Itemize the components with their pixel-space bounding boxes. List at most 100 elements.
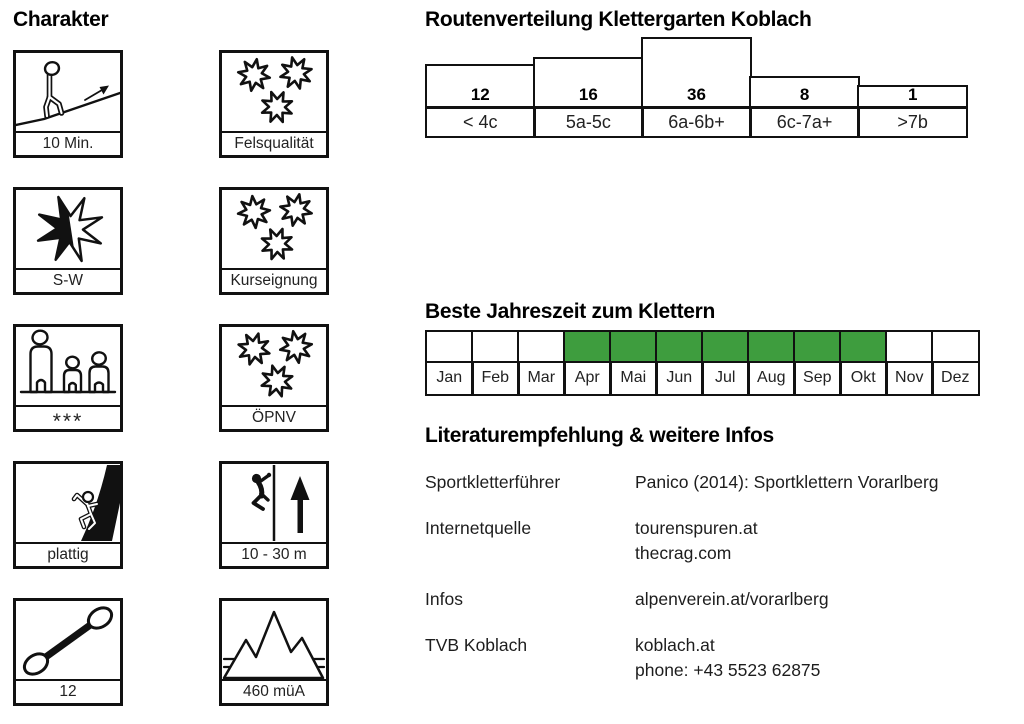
month-cell	[747, 330, 796, 363]
literature-row-value: phone: +43 5523 62875	[635, 660, 821, 680]
month-cell	[885, 330, 934, 363]
literature-row-label: Internetquelle	[425, 518, 532, 538]
icon-box-label: Felsqualität	[222, 131, 326, 155]
stars-rating-icon	[222, 53, 326, 131]
icon-box-label: ÖPNV	[222, 405, 326, 429]
icon-box-label: Kurseignung	[222, 268, 326, 292]
icon-box-course-suitability: Kurseignung	[219, 187, 329, 295]
month-cell	[425, 330, 474, 363]
month-column: Feb	[471, 330, 520, 396]
month-cell	[701, 330, 750, 363]
month-label: Aug	[747, 360, 796, 396]
literature-title: Literaturempfehlung & weitere Infos	[425, 424, 774, 447]
bar-value: 16	[578, 85, 598, 104]
chart-column: 36 6a-6b+	[641, 37, 752, 138]
month-label: Mar	[517, 360, 566, 396]
month-column: Mar	[517, 330, 566, 396]
climber-route-length-icon	[222, 464, 326, 542]
season-table: Jan Feb Mar Apr Mai Jun Jul Aug Sep Okt …	[425, 330, 980, 396]
literature-row-label: Sportkletterführer	[425, 472, 561, 492]
chart-bar: 36	[641, 37, 752, 107]
charakter-title: Charakter	[13, 8, 109, 31]
icon-box-altitude: 460 müA	[219, 598, 329, 706]
icon-box-label: S-W	[16, 268, 120, 292]
stars-rating-icon	[222, 327, 326, 405]
month-label: Jun	[655, 360, 704, 396]
month-label: Nov	[885, 360, 934, 396]
literature-list: Sportkletterführer Panico (2014): Sportk…	[425, 470, 985, 704]
month-column: Aug	[747, 330, 796, 396]
month-cell	[609, 330, 658, 363]
month-column: Okt	[839, 330, 888, 396]
literature-row-value: thecrag.com	[635, 543, 732, 563]
month-cell	[563, 330, 612, 363]
bar-value: 1	[907, 85, 918, 104]
month-label: Feb	[471, 360, 520, 396]
bar-value: 8	[799, 85, 810, 104]
mountains-altitude-icon	[222, 601, 326, 679]
route-distribution-chart: 12 < 4c 16 5a-5c 36 6a-6b+ 8 6c-7a+ 1 >7…	[425, 37, 968, 138]
literature-row: TVB Koblach koblach.at phone: +43 5523 6…	[425, 633, 985, 683]
literature-row-label: Infos	[425, 589, 463, 609]
icon-box-rock-quality: Felsqualität	[219, 50, 329, 158]
month-column: Jul	[701, 330, 750, 396]
charakter-icon-grid: 10 Min. Felsqualität	[13, 50, 329, 706]
chart-bar: 16	[533, 57, 644, 107]
month-cell	[839, 330, 888, 363]
month-label: Sep	[793, 360, 842, 396]
literature-row-value: koblach.at	[635, 635, 715, 655]
chart-bar: 1	[857, 85, 968, 107]
chart-column: 12 < 4c	[425, 64, 536, 138]
bar-value: 12	[470, 85, 490, 104]
icon-box-label: 10 Min.	[16, 131, 120, 155]
icon-box-label: ***	[16, 405, 120, 433]
month-label: Mai	[609, 360, 658, 396]
month-cell	[793, 330, 842, 363]
literature-row-label: TVB Koblach	[425, 635, 528, 655]
grade-label: < 4c	[425, 107, 536, 138]
icon-box-family-rating: ***	[13, 324, 123, 433]
literature-row-value: Panico (2014): Sportklettern Vorarlberg	[635, 472, 939, 492]
literature-row-value: tourenspuren.at	[635, 518, 758, 538]
grade-label: 5a-5c	[533, 107, 644, 138]
month-label: Okt	[839, 360, 888, 396]
chart-bar: 12	[425, 64, 536, 107]
icon-box-label: 12	[16, 679, 120, 703]
hiker-uphill-icon	[16, 53, 120, 131]
month-column: Jun	[655, 330, 704, 396]
month-column: Apr	[563, 330, 612, 396]
stars-rating-icon	[222, 190, 326, 268]
chart-bar: 8	[749, 76, 860, 107]
month-cell	[655, 330, 704, 363]
month-label: Dez	[931, 360, 980, 396]
bar-value: 36	[687, 85, 706, 104]
icon-box-rock-style: plattig	[13, 461, 123, 569]
icon-box-label: plattig	[16, 542, 120, 566]
quickdraw-icon	[16, 601, 120, 679]
compass-direction-icon	[16, 190, 120, 268]
literature-row: Infos alpenverein.at/vorarlberg	[425, 587, 985, 612]
grade-label: >7b	[857, 107, 968, 138]
icon-box-label: 460 müA	[222, 679, 326, 703]
month-column: Dez	[931, 330, 980, 396]
month-label: Apr	[563, 360, 612, 396]
icon-box-route-length: 10 - 30 m	[219, 461, 329, 569]
family-icon	[16, 327, 120, 405]
icon-box-public-transport: ÖPNV	[219, 324, 329, 432]
literature-row-value: alpenverein.at/vorarlberg	[635, 589, 829, 609]
month-column: Nov	[885, 330, 934, 396]
icon-box-orientation: S-W	[13, 187, 123, 295]
literature-row: Internetquelle tourenspuren.at thecrag.c…	[425, 516, 985, 566]
route-distribution-title: Routenverteilung Klettergarten Koblach	[425, 8, 812, 31]
grade-label: 6c-7a+	[749, 107, 860, 138]
season-title: Beste Jahreszeit zum Klettern	[425, 300, 716, 323]
grade-label: 6a-6b+	[641, 107, 752, 138]
icon-box-bolt-count: 12	[13, 598, 123, 706]
month-label: Jan	[425, 360, 474, 396]
chart-column: 16 5a-5c	[533, 57, 644, 138]
literature-row: Sportkletterführer Panico (2014): Sportk…	[425, 470, 985, 495]
month-column: Sep	[793, 330, 842, 396]
month-cell	[517, 330, 566, 363]
month-column: Jan	[425, 330, 474, 396]
chart-column: 8 6c-7a+	[749, 76, 860, 138]
